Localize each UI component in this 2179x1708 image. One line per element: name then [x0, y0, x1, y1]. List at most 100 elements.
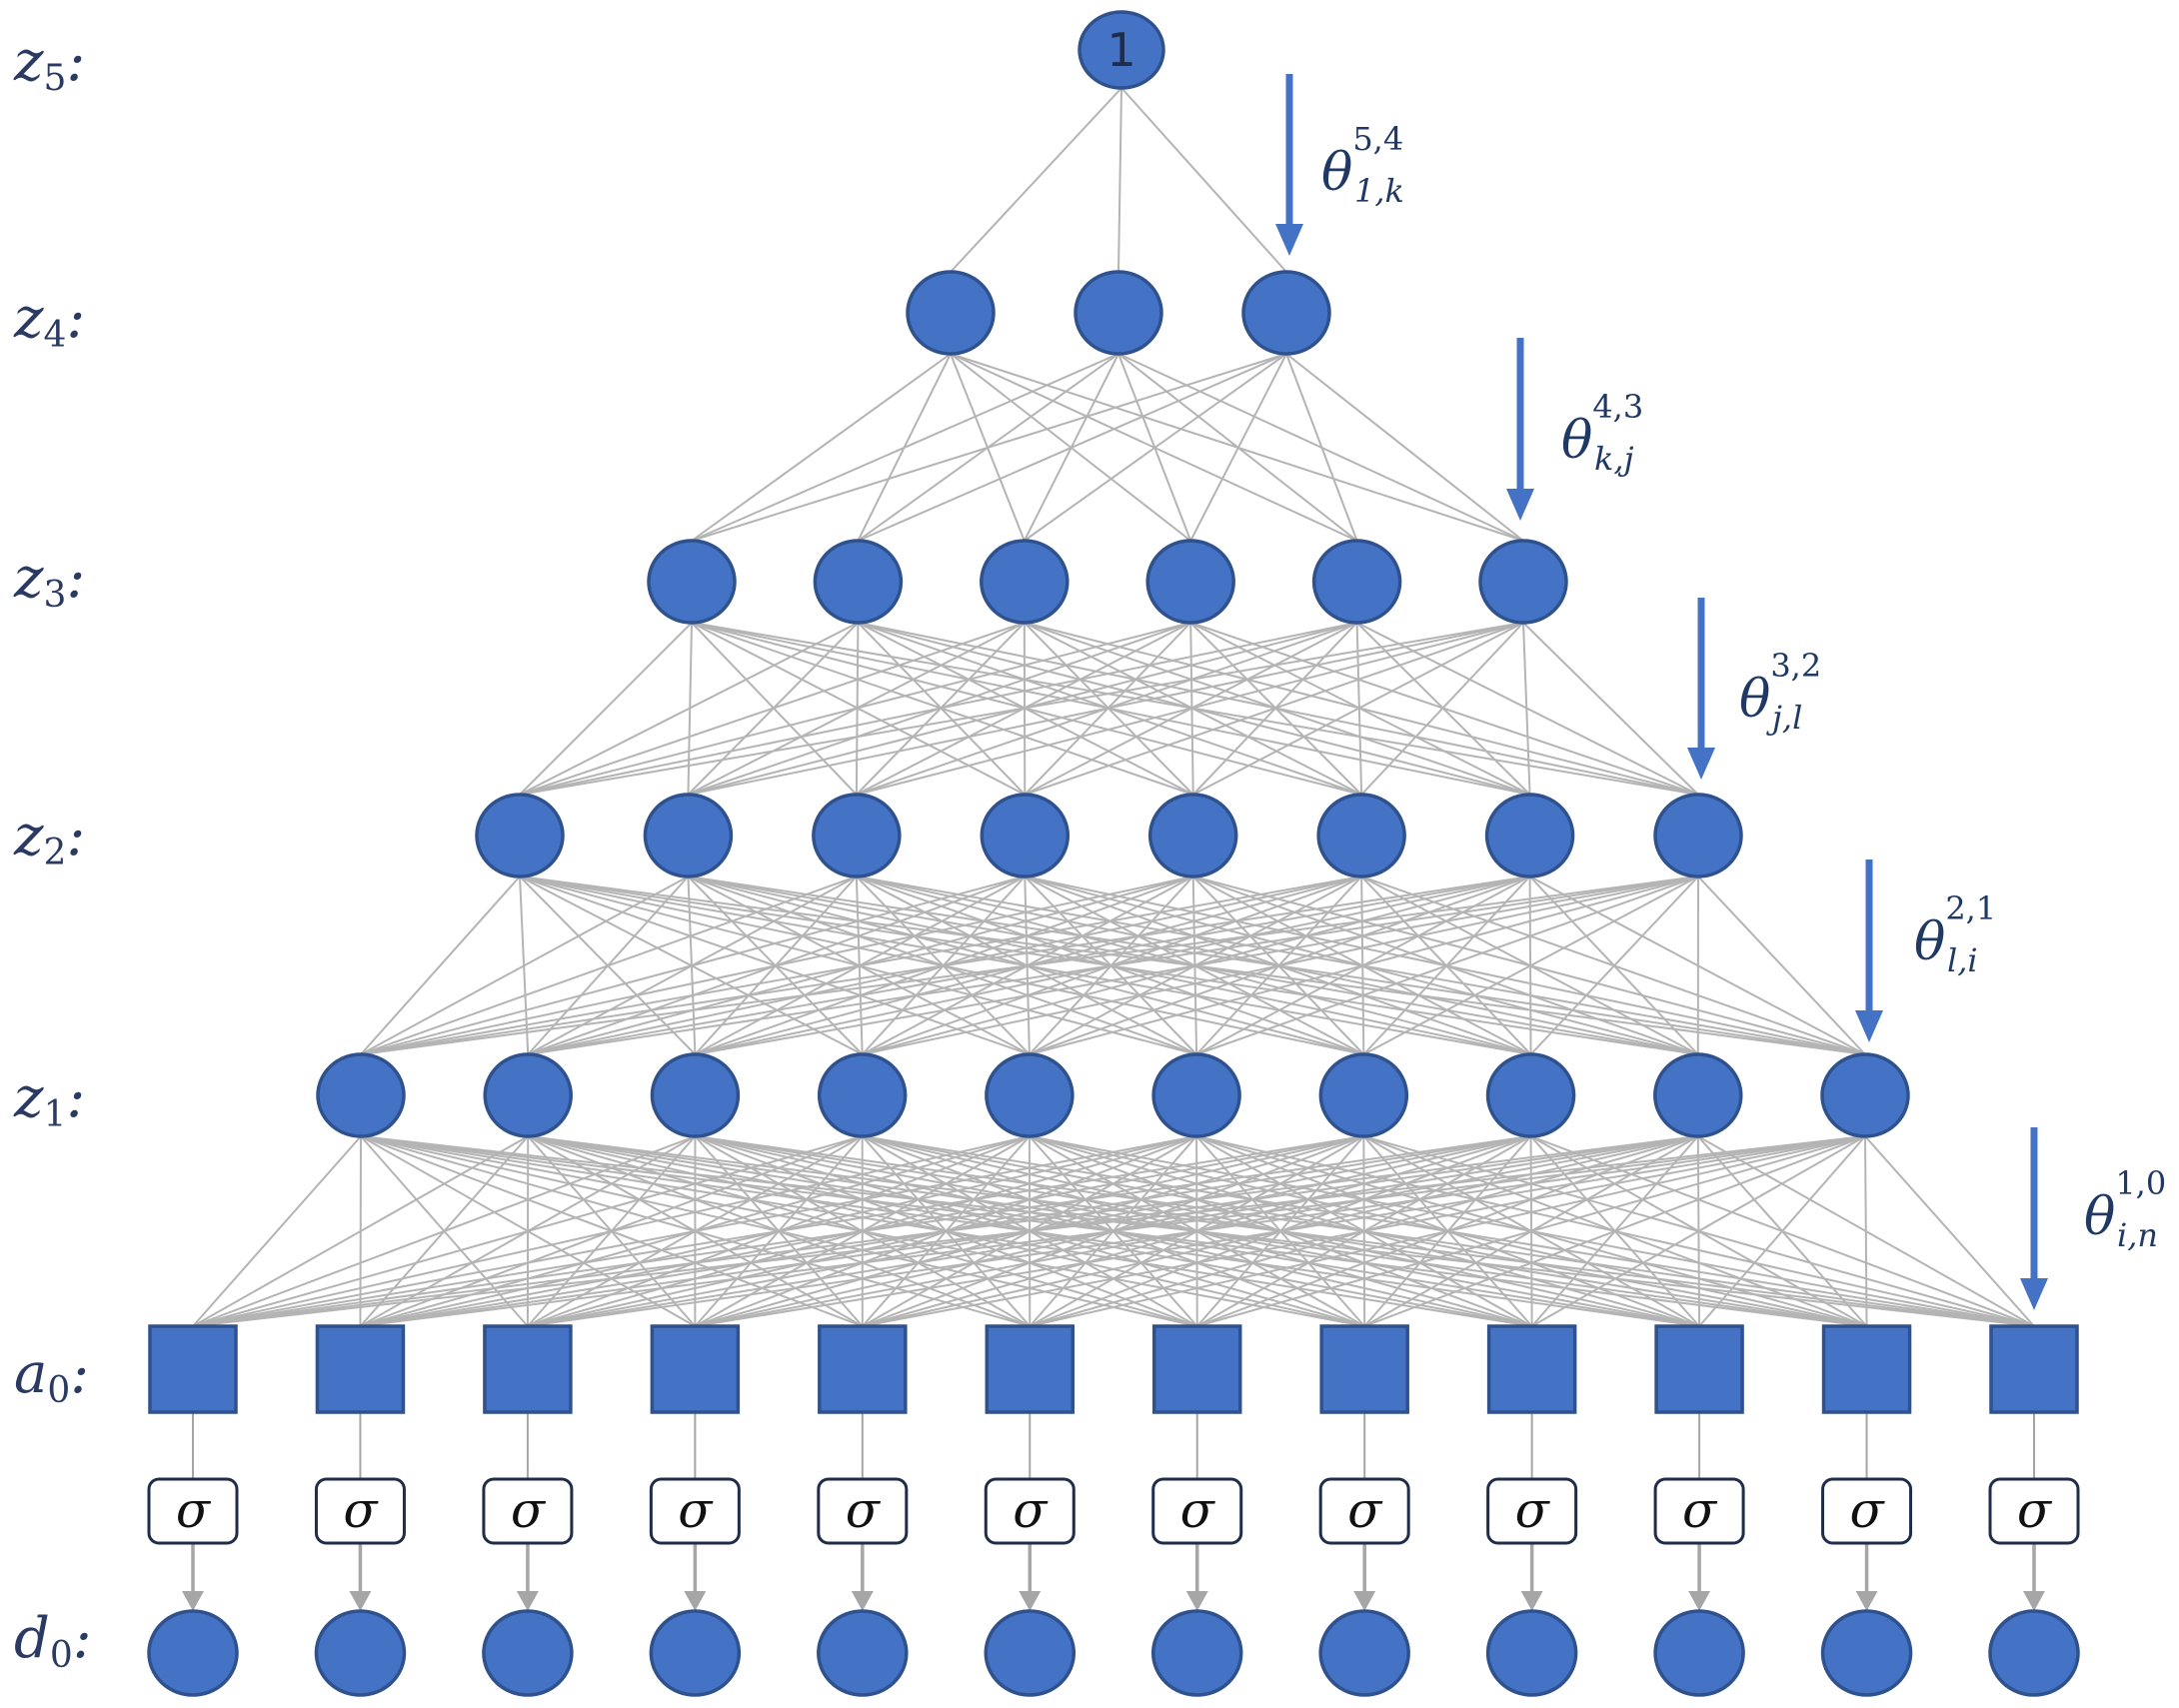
- sigma-box: [817, 1477, 909, 1545]
- edge-z2-z1: [360, 875, 1362, 1055]
- sigma-symbol: σ: [1180, 1481, 1216, 1539]
- weight-arrow-4-3-head: [1506, 489, 1534, 521]
- edge-z1-a0: [192, 1135, 1698, 1327]
- edge-z4-z3: [691, 353, 1119, 542]
- edge-z2-z1: [1362, 875, 1699, 1055]
- node-d0: [1150, 1609, 1243, 1697]
- edge-z4-z3: [858, 353, 1287, 542]
- sigma-symbol: σ: [2017, 1481, 2053, 1539]
- edge-z4-z3: [691, 353, 952, 542]
- sigma-box: [482, 1477, 574, 1545]
- node-z1: [1151, 1052, 1241, 1138]
- sigma-symbol: σ: [1515, 1481, 1551, 1539]
- node-a0-square: [650, 1324, 741, 1414]
- edge-z2-z1: [1029, 875, 1699, 1055]
- sigma-symbol: σ: [846, 1481, 882, 1539]
- edge-z4-z3: [1189, 353, 1287, 542]
- sigma-symbol: σ: [678, 1481, 714, 1539]
- edge-z3-z2: [519, 622, 693, 796]
- connection-edges: [192, 87, 2035, 1327]
- sigma-symbol: σ: [1347, 1481, 1383, 1539]
- layer-label-a0: a0:: [14, 1341, 89, 1411]
- edge-z3-z2: [1192, 622, 1524, 796]
- node-z2: [980, 793, 1071, 878]
- sigma-symbol: σ: [343, 1481, 379, 1539]
- edge-z2-z1: [360, 875, 689, 1055]
- node-z2: [1653, 793, 1743, 878]
- edge-z1-a0: [1030, 1135, 1866, 1327]
- sigma-connections: [182, 1412, 2045, 1611]
- layer-label-d0: d0:: [14, 1606, 92, 1676]
- node-d0: [314, 1609, 407, 1697]
- node-z2: [643, 793, 734, 878]
- edge-z3-z2: [1522, 622, 1699, 796]
- edge-z2-z1: [360, 875, 1530, 1055]
- sigma-d0-arrowhead: [349, 1591, 372, 1611]
- sigma-symbol: σ: [1682, 1481, 1718, 1539]
- edge-z3-z2: [519, 622, 1026, 796]
- edge-z2-z1: [1195, 875, 1699, 1055]
- edge-z4-z3: [1024, 353, 1287, 542]
- node-a0-square: [1821, 1324, 1912, 1414]
- node-a0-square: [985, 1324, 1076, 1414]
- layer-label-z3: z3:: [13, 546, 85, 616]
- node-a0-square: [1989, 1324, 2079, 1414]
- sigma-box: [314, 1477, 406, 1545]
- edge-z1-a0: [192, 1135, 863, 1327]
- sigma-d0-arrowhead: [182, 1591, 204, 1611]
- node-z3: [1145, 539, 1235, 625]
- edge-z1-a0: [192, 1135, 696, 1327]
- edge-z5-z4: [1120, 87, 1287, 273]
- sigma-d0-arrowhead: [1353, 1591, 1376, 1611]
- edge-z2-z1: [695, 875, 1699, 1055]
- edge-z2-z1: [360, 875, 521, 1055]
- edge-z2-z1: [360, 875, 858, 1055]
- node-z1: [1485, 1052, 1576, 1138]
- sigma-box: [1486, 1477, 1578, 1545]
- edge-z3-z2: [688, 622, 1524, 796]
- node-z1: [985, 1052, 1075, 1138]
- edge-z3-z2: [1360, 622, 1524, 796]
- edge-z1-a0: [192, 1135, 1364, 1327]
- sigma-d0-arrowhead: [851, 1591, 874, 1611]
- node-z1: [1820, 1052, 1910, 1138]
- node-z1: [1653, 1052, 1743, 1138]
- edge-z3-z2: [519, 622, 1191, 796]
- edge-z2-z1: [360, 875, 1026, 1055]
- edge-z1-a0: [192, 1135, 1531, 1327]
- sigma-box: [1318, 1477, 1410, 1545]
- edge-z1-a0: [1363, 1135, 1866, 1327]
- sigma-symbol: σ: [1013, 1481, 1049, 1539]
- node-z3: [813, 539, 904, 625]
- sigma-d0-arrowhead: [1688, 1591, 1711, 1611]
- node-z1: [817, 1052, 908, 1138]
- node-a0-square: [148, 1324, 238, 1414]
- node-z1: [1318, 1052, 1409, 1138]
- edge-z1-a0: [1864, 1135, 2035, 1327]
- edge-z1-a0: [695, 1135, 1866, 1327]
- edge-z3-z2: [519, 622, 1357, 796]
- edge-z1-a0: [192, 1135, 1197, 1327]
- edge-z3-z2: [1024, 622, 1524, 796]
- sigma-box: [1151, 1477, 1243, 1545]
- sigma-box: [1988, 1477, 2080, 1545]
- edge-z1-a0: [1196, 1135, 1866, 1327]
- node-z3: [1311, 539, 1402, 625]
- node-z1: [483, 1052, 573, 1138]
- node-a0-square: [818, 1324, 908, 1414]
- sigma-box: [1821, 1477, 1913, 1545]
- node-z3: [647, 539, 737, 625]
- weight-arrow-3-2-head: [1687, 748, 1715, 780]
- edge-z1-a0: [1531, 1135, 1866, 1327]
- node-z5-label: 1: [1106, 23, 1135, 77]
- node-d0: [984, 1609, 1077, 1697]
- edge-z2-z1: [360, 875, 1699, 1055]
- node-z5: [1078, 10, 1165, 90]
- node-z3: [1478, 539, 1568, 625]
